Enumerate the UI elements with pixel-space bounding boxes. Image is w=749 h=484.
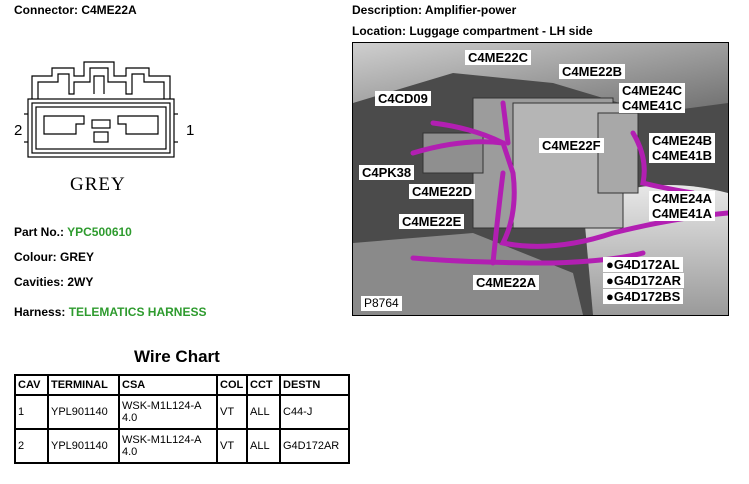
part-number-label: Part No.: [14, 225, 68, 239]
connector-outline-drawing [24, 61, 178, 158]
pin-number-left: 2 [14, 122, 23, 139]
colour-text: Colour: GREY [14, 250, 94, 264]
callout-c4me22f: C4ME22F [539, 138, 604, 153]
cell-col: VT [216, 428, 248, 464]
connector-face-diagram: 2 1 GREY [14, 54, 204, 204]
callout-g4d172al: ●G4D172AL [603, 257, 683, 272]
cell-cav: 1 [14, 394, 49, 430]
callout-c4me24b: C4ME24B [649, 133, 715, 148]
callout-c4me41b: C4ME41B [649, 148, 715, 163]
part-number-link[interactable]: YPC500610 [67, 225, 132, 239]
callout-c4me41a: C4ME41A [649, 206, 715, 221]
callout-c4me22e: C4ME22E [399, 214, 465, 229]
harness-label: Harness: [14, 305, 69, 319]
connector-colour-label: GREY [70, 174, 126, 195]
location-text: Location: Luggage compartment - LH side [352, 24, 593, 38]
cavities-text: Cavities: 2WY [14, 275, 94, 289]
location-photo: C4ME22C C4ME22B C4CD09 C4ME24C C4ME41C C… [352, 42, 729, 316]
cell-cct: ALL [246, 428, 281, 464]
harness: Harness: TELEMATICS HARNESS [14, 305, 207, 319]
photo-reference: P8764 [361, 296, 402, 311]
cell-col: VT [216, 394, 248, 430]
callout-g4d172ar: ●G4D172AR [603, 273, 685, 288]
description-text: Description: Amplifier-power [352, 3, 517, 17]
wire-chart-table: CAV TERMINAL CSA COL CCT DESTN 1 YPL9011… [14, 374, 350, 464]
wire-chart-title: Wire Chart [134, 347, 220, 366]
cell-csa: WSK-M1L124-A 4.0 [118, 428, 218, 464]
cell-terminal: YPL901140 [47, 394, 120, 430]
callout-c4pk38: C4PK38 [359, 165, 415, 180]
connector-title: Connector: C4ME22A [14, 3, 137, 17]
cell-destn: C44-J [279, 394, 350, 430]
column-header-destn: DESTN [279, 374, 350, 396]
table-header-row: CAV TERMINAL CSA COL CCT DESTN [14, 374, 350, 396]
callout-c4me24c: C4ME24C [619, 83, 685, 98]
part-number: Part No.: YPC500610 [14, 225, 132, 239]
cell-terminal: YPL901140 [47, 428, 120, 464]
callout-c4me41c: C4ME41C [619, 98, 685, 113]
callout-c4me22b: C4ME22B [559, 64, 625, 79]
cell-destn: G4D172AR [279, 428, 350, 464]
pin-number-right: 1 [186, 122, 195, 139]
cell-cav: 2 [14, 428, 49, 464]
callout-c4cd09: C4CD09 [375, 91, 431, 106]
cell-csa: WSK-M1L124-A 4.0 [118, 394, 218, 430]
column-header-cct: CCT [246, 374, 281, 396]
table-row: 2 YPL901140 WSK-M1L124-A 4.0 VT ALL G4D1… [14, 428, 350, 464]
table-row: 1 YPL901140 WSK-M1L124-A 4.0 VT ALL C44-… [14, 394, 350, 430]
cell-cct: ALL [246, 394, 281, 430]
harness-link[interactable]: TELEMATICS HARNESS [68, 305, 207, 319]
callout-c4me22a: C4ME22A [473, 275, 539, 290]
column-header-terminal: TERMINAL [47, 374, 120, 396]
column-header-cav: CAV [14, 374, 49, 396]
photo-illustration [353, 43, 728, 315]
column-header-col: COL [216, 374, 248, 396]
column-header-csa: CSA [118, 374, 218, 396]
callout-c4me22c: C4ME22C [465, 50, 531, 65]
callout-c4me24a: C4ME24A [649, 191, 715, 206]
callout-g4d172bs: ●G4D172BS [603, 289, 684, 304]
callout-c4me22d: C4ME22D [409, 184, 475, 199]
